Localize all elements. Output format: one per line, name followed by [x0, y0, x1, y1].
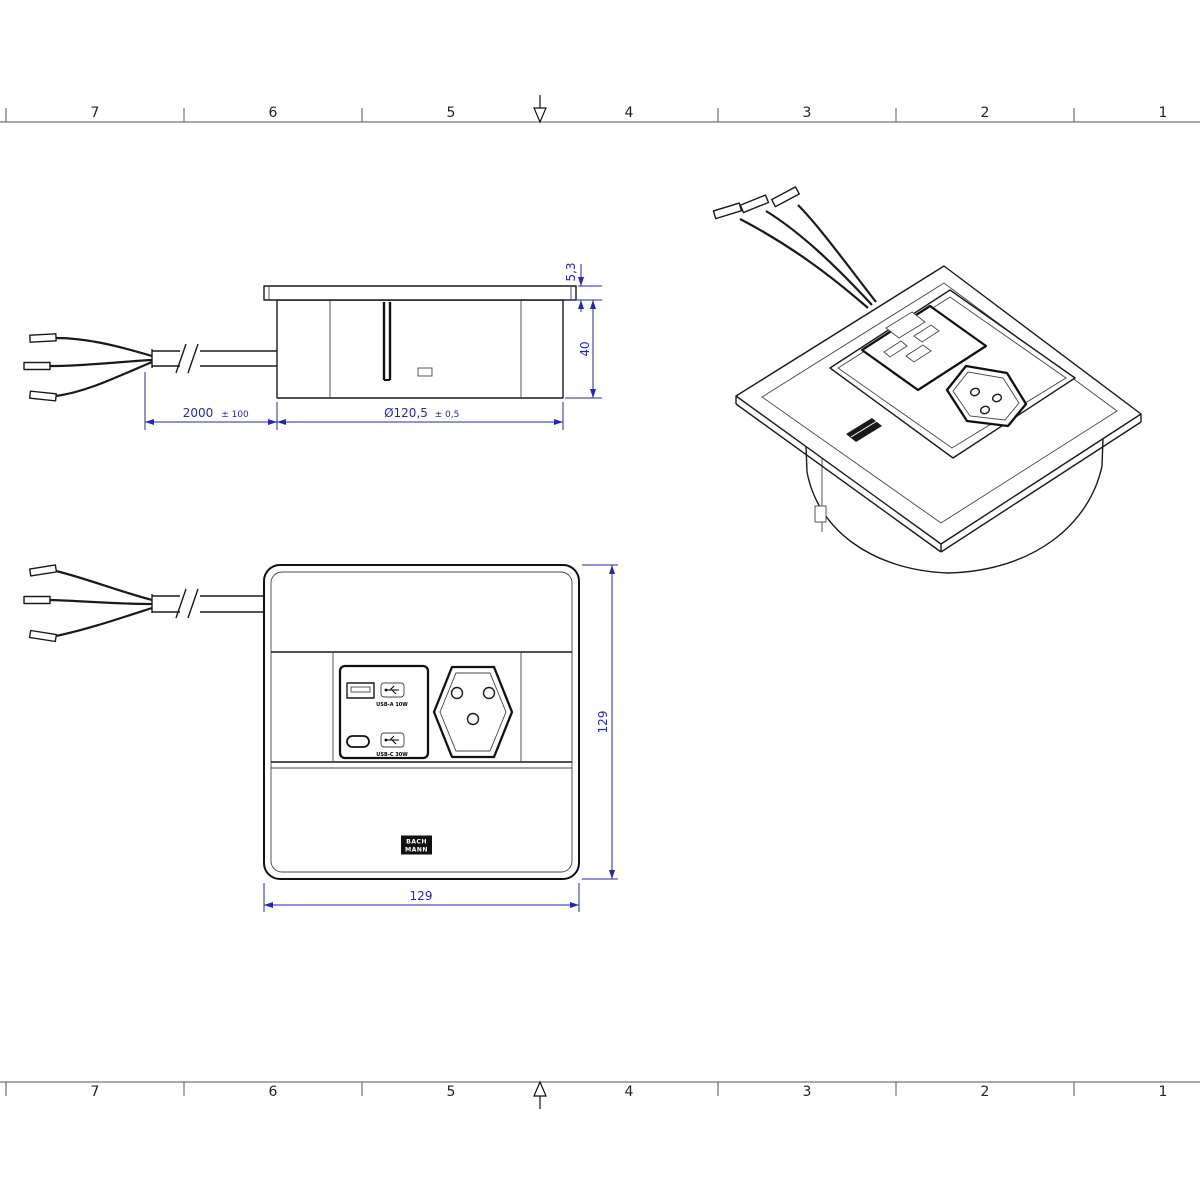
dim-cable-length-label: 2000 [183, 406, 214, 420]
ruler-top-label-6: 6 [269, 105, 278, 121]
ferrule [28, 629, 58, 643]
iso-cable-wires [712, 186, 877, 309]
dim-diameter-tolerance-label: ± 0,5 [435, 410, 460, 420]
side-cable-wires [23, 333, 153, 402]
top-view: USB-A 10W USB-C 30W BACH MANN [23, 564, 618, 912]
ruler-bottom-label-2: 2 [981, 1084, 990, 1100]
dim-body-height-label: 40 [578, 341, 592, 356]
iso-plate-thickness [735, 396, 1142, 553]
iso-view [712, 186, 1142, 574]
ferrule [29, 333, 57, 343]
usb-symbol-icon [380, 732, 405, 748]
ferrule [770, 186, 800, 208]
usb-a-port [885, 311, 926, 339]
top-dimensions: 129 129 [263, 564, 618, 912]
ruler-top: 7 6 5 4 3 2 1 [0, 95, 1200, 124]
ruler-bottom-label-1: 1 [1159, 1084, 1168, 1100]
iso-usb-module [860, 304, 988, 392]
ruler-bottom-label-4: 4 [625, 1084, 634, 1100]
ruler-top-label-7: 7 [91, 105, 100, 121]
side-housing-body [276, 299, 564, 399]
socket-hole [466, 712, 480, 726]
usb-symbol-icon [380, 682, 405, 698]
usb-c-port [883, 340, 908, 358]
swiss-socket [432, 665, 514, 759]
socket-hole [969, 387, 981, 397]
ruler-top-label-5: 5 [447, 105, 456, 121]
dim-height-label: 129 [596, 711, 610, 734]
ferrule [28, 564, 58, 577]
dim-cable-tolerance-label: ± 100 [221, 410, 249, 420]
side-view: 2000 ± 100 Ø120,5 ± 0,5 40 5,3 [23, 262, 602, 430]
socket-hole [991, 393, 1003, 403]
usb-a-label: USB-A 10W [376, 702, 408, 708]
ferrule [23, 361, 51, 371]
ferrule [29, 390, 57, 402]
side-cover-flange [263, 285, 577, 301]
dim-diameter-label: Ø120,5 [384, 406, 428, 420]
usb-c-port [346, 735, 370, 748]
brand-logo [846, 418, 882, 442]
side-detail-block [417, 367, 433, 377]
center-mark-top-icon [533, 95, 547, 124]
brand-logo: BACH MANN [401, 835, 432, 855]
ruler-bottom-label-6: 6 [269, 1084, 278, 1100]
usb-charger-module: USB-A 10W USB-C 30W [338, 664, 430, 760]
side-mechanism-bars [382, 302, 392, 381]
socket-hole [450, 686, 464, 700]
socket-hole [482, 686, 496, 700]
ferrule [712, 202, 743, 220]
brand-line1: BACH [406, 839, 427, 846]
ruler-top-label-3: 3 [803, 105, 812, 121]
usb-c-label: USB-C 30W [376, 752, 408, 758]
ferrule [23, 595, 51, 605]
ferrule [739, 194, 770, 214]
socket-hole [979, 405, 991, 415]
ruler-bottom-label-5: 5 [447, 1084, 456, 1100]
side-dimensions: 2000 ± 100 Ø120,5 ± 0,5 40 5,3 [144, 262, 602, 430]
ruler-bottom: 7 6 5 4 3 2 1 [0, 1080, 1200, 1109]
usb-symbol-icon [913, 324, 940, 343]
top-cable [23, 564, 264, 643]
dim-flange-thickness-label: 5,3 [564, 262, 578, 281]
ruler-top-label-2: 2 [981, 105, 990, 121]
ruler-bottom-label-7: 7 [91, 1084, 100, 1100]
brand-line2: MANN [405, 847, 428, 854]
center-mark-bottom-icon [533, 1080, 547, 1109]
side-cable [151, 343, 277, 374]
iso-housing-cylinder [805, 437, 1104, 574]
iso-swiss-socket [945, 364, 1028, 428]
ruler-bottom-label-3: 3 [803, 1084, 812, 1100]
top-insert-band [271, 651, 572, 769]
ruler-top-label-1: 1 [1159, 105, 1168, 121]
ruler-top-label-4: 4 [625, 105, 634, 121]
dim-width-label: 129 [410, 889, 433, 903]
usb-symbol-icon [905, 344, 932, 363]
